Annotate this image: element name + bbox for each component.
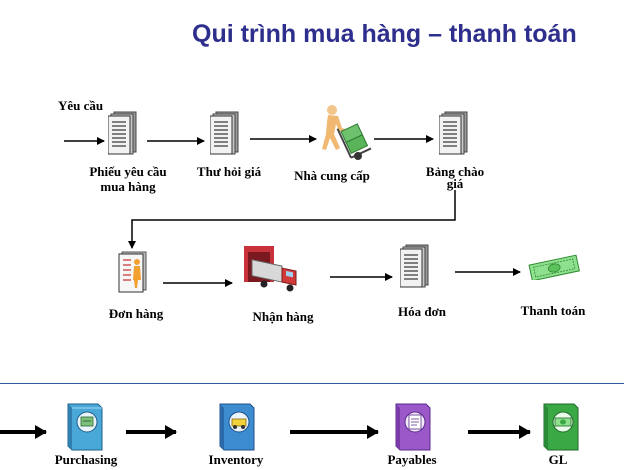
payables-book-icon bbox=[395, 403, 431, 451]
money-bill-icon bbox=[528, 254, 580, 280]
step-label-nha-cung-cap: Nhà cung cấp bbox=[294, 168, 370, 183]
step-label-don-hang: Đơn hàng bbox=[108, 306, 164, 321]
step-label-phieu-yeu-cau: Phiếu yêu cầu mua hàng bbox=[83, 164, 173, 194]
inventory-book-icon bbox=[219, 403, 255, 451]
step-label-hoa-don: Hóa đơn bbox=[397, 304, 447, 319]
purchase-order-icon bbox=[118, 251, 147, 293]
module-label-inventory: Inventory bbox=[208, 452, 264, 467]
step-label-line2: mua hàng bbox=[100, 179, 156, 194]
step-label-line1: Phiếu yêu cầu bbox=[89, 164, 167, 179]
document-stack-icon bbox=[210, 111, 239, 155]
step-label-thu-hoi-gia: Thư hỏi giá bbox=[196, 164, 262, 179]
step-label-line1: Bảng chào bbox=[425, 164, 485, 179]
arrow-4-5 bbox=[128, 190, 456, 249]
delivery-truck-icon bbox=[244, 246, 297, 292]
document-stack-icon bbox=[400, 244, 429, 288]
start-label: Yêu cầu bbox=[58, 98, 104, 113]
hand-truck-worker-icon bbox=[322, 105, 372, 160]
section-divider bbox=[0, 383, 624, 384]
page-title: Qui trình mua hàng – thanh toán bbox=[192, 20, 577, 48]
module-label-purchasing: Purchasing bbox=[54, 452, 118, 467]
gl-book-icon bbox=[543, 403, 579, 451]
document-stack-icon bbox=[108, 111, 137, 155]
step-label-line2: giá bbox=[446, 176, 464, 191]
step-label-thanh-toan: Thanh toán bbox=[520, 303, 586, 318]
purchasing-book-icon bbox=[67, 403, 103, 451]
module-label-payables: Payables bbox=[387, 452, 437, 467]
document-stack-icon bbox=[439, 111, 468, 155]
step-label-nhan-hang: Nhận hàng bbox=[252, 309, 314, 324]
module-label-gl: GL bbox=[548, 452, 568, 467]
step-label-bang-chao-gia: Bảng chào giá bbox=[415, 164, 495, 191]
